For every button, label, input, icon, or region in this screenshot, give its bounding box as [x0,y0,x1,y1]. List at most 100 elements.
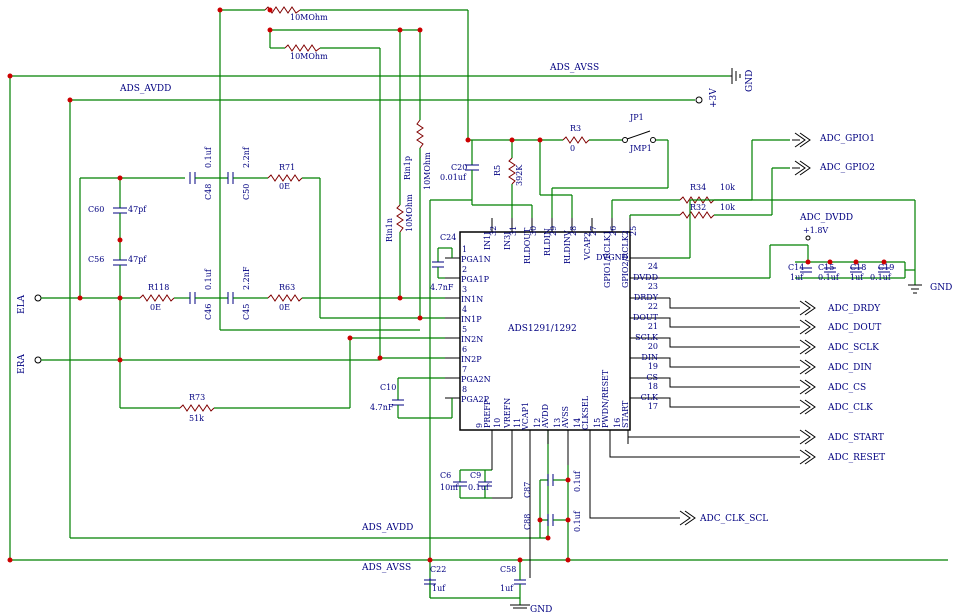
rin1p-label: Rin1p [403,156,412,180]
c6-label: C6 [440,471,451,480]
pin-26-name: GPIO1/RCLK1 [603,230,612,288]
c48-label: C48 [204,184,213,200]
pin-19-name: DIN [641,353,658,362]
pin-2-name: PGA1P [461,275,490,284]
ic-body [459,231,631,431]
pin-16-num: 16 [613,418,622,428]
gnd-symbol-top [730,68,741,84]
c56-value: 47pf [128,255,147,264]
pin-31-num: 31 [509,226,518,236]
c18-value: 1uf [850,273,864,282]
output-wires [567,139,800,560]
pin-15-name: PWDN/RESET [601,369,610,428]
port-drdy: ADC_DRDY [827,304,881,314]
c24-label: C24 [440,233,456,242]
pin-32-name: IN1I [483,232,492,250]
c6-value: 10nf [440,483,459,492]
ic-left-pins [445,257,460,399]
r32-label: R32 [690,203,706,212]
pin-23-num: 23 [648,282,658,291]
c19-value: 0.1uf [870,273,892,282]
pin-20-num: 20 [648,342,658,351]
pin-7-num: 7 [462,365,467,374]
pin-15-num: 15 [593,418,602,428]
pin-26-num: 26 [609,226,618,236]
pin-22-num: 22 [648,302,658,311]
c50-value: 2.2nf [242,146,251,168]
pin-29-name: RLDIN [543,228,552,256]
c45-value: 2.2nF [242,266,251,290]
net-label-avss-bottom: ADS_AVSS [361,563,411,573]
c58-value: 1uf [500,584,514,593]
r34-value: 10k [720,183,735,192]
c87-label: C87 [523,482,532,498]
pin-6-name: IN2P [461,355,482,364]
r118-label: R118 [148,283,169,292]
pin-22-name: DRDY [634,293,659,302]
pin-7-name: PGA2N [461,375,491,384]
pin-20-name: SCLK [635,333,659,342]
r71-value: 0E [279,182,290,191]
c20-label: C20 [451,163,467,172]
power-rails [9,75,948,561]
c58-label: C58 [500,565,516,574]
pga-caps [392,247,453,419]
pin-25-num: 25 [629,226,638,236]
c88-label: C88 [523,514,532,530]
bottom-caps [424,444,571,609]
pin-3-name: IN1N [461,295,483,304]
c14-value: 1uf [790,273,804,282]
r73-label: R73 [189,393,205,402]
pin-19-num: 19 [648,362,658,371]
gnd-label-top: GND [745,70,755,92]
pin-12-num: 12 [533,418,542,428]
ic-right-pins [630,257,660,399]
c22-label: C22 [430,565,446,574]
pin-25-name: GPIO2/RCLK2 [621,230,630,288]
pin-21-name: DOUT [633,313,659,322]
r-10m-a-value: 10MOhm [290,13,328,22]
c15-value: 0.1uf [818,273,840,282]
pin-2-num: 2 [462,265,467,274]
r73-value: 51k [189,414,204,423]
pin-4-num: 4 [462,305,467,314]
c60-label: C60 [88,205,104,214]
r3-value: 0 [570,144,575,153]
net-label-avdd-top: ADS_AVDD [119,84,171,94]
input-network [7,73,445,563]
gnd-label-right: GND [930,283,952,293]
port-arrows [679,132,816,526]
pin-28-name: RLDINV [563,230,572,264]
pin-23-name: DVDD [633,273,658,282]
pin-16-name: START [621,400,630,428]
pin-11-num: 11 [513,418,522,428]
ic-name: ADS1291/1292 [507,324,577,334]
c88-value: 0.1uf [573,510,582,532]
pin-11-name: VCAP1 [521,402,530,431]
pin-3-num: 3 [462,285,467,294]
jmp1-label: JMP1 [629,144,652,153]
r63-value: 0E [279,303,290,312]
jp1-label: JP1 [629,113,644,122]
pin-32-num: 32 [489,226,498,236]
pin-12-name: AVDD [541,404,550,429]
plus3v-label: +3V [709,88,719,108]
c18-label: C18 [850,263,866,272]
connector-era-label: ERA [17,354,27,374]
r5-label: R5 [493,165,502,176]
r63-label: R63 [279,283,295,292]
c46-label: C46 [204,304,213,320]
pin-10-name: VREFN [503,398,512,429]
c45-label: C45 [242,304,251,320]
r-10m-b-value: 10MOhm [290,52,328,61]
c46-value: 0.1uf [204,268,213,290]
c24-value: 4.7nF [430,283,454,292]
pin-18-name: CS [646,373,658,382]
net-label-avdd-bottom: ADS_AVDD [361,523,413,533]
pin-13-num: 13 [553,418,562,428]
ic-bottom-pins [491,430,629,444]
rin1n-label: Rin1n [385,218,394,242]
rin1n-value: 10MOhm [405,194,414,232]
